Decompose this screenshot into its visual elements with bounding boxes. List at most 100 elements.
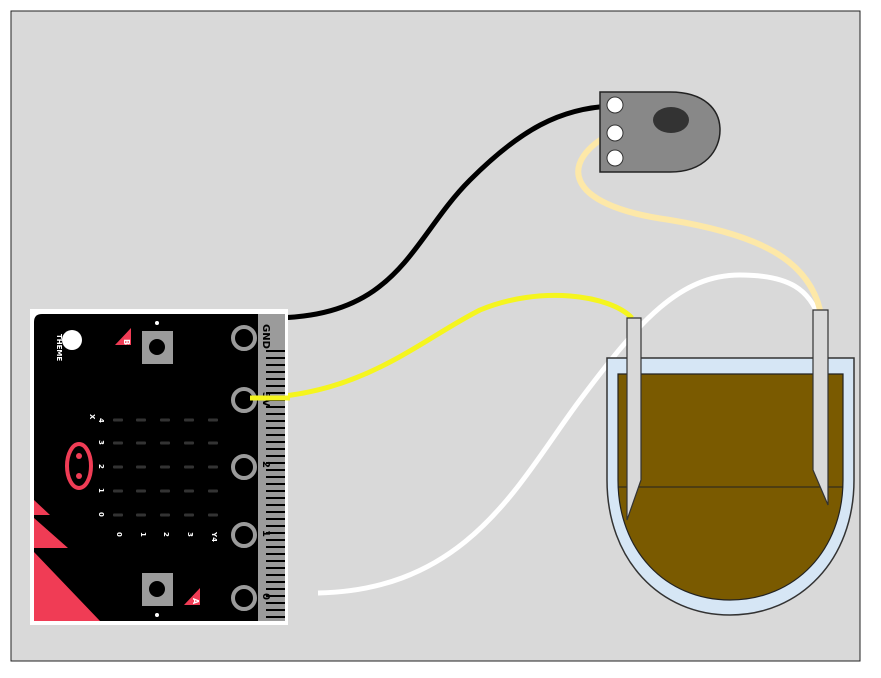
pin-strip-tooth — [266, 441, 285, 443]
pin-gnd-label: GND — [260, 324, 271, 349]
pin-strip-tooth — [266, 413, 285, 415]
led-3-0 — [113, 489, 123, 493]
led-0-3 — [184, 418, 194, 422]
pin-strip-tooth — [266, 462, 285, 464]
button-a-label: A — [191, 598, 200, 605]
microbit-logo-icon — [65, 442, 93, 490]
pin-strip-tooth — [266, 469, 285, 471]
pin-strip-tooth — [266, 476, 285, 478]
led-4-0 — [113, 513, 123, 517]
pin-strip-tooth — [266, 546, 285, 548]
led-3-2 — [160, 489, 170, 493]
button-a-dot — [155, 613, 159, 617]
theme-button[interactable] — [62, 330, 82, 350]
led-1-1 — [136, 441, 146, 445]
pin-strip-tooth — [266, 497, 285, 499]
pin-0-label: 0 — [260, 593, 271, 600]
led-4-1 — [136, 513, 146, 517]
pin-strip-tooth — [266, 490, 285, 492]
pin-2[interactable]: 2 — [231, 454, 271, 480]
led-4-3 — [184, 513, 194, 517]
button-b-label: B — [122, 339, 131, 345]
sensor-pin-2 — [606, 124, 624, 142]
pin-strip-tooth — [266, 434, 285, 436]
axis-label-b3: 3 — [186, 532, 194, 537]
pin-teeth — [266, 350, 285, 618]
black-wire — [269, 103, 613, 321]
led-4-4 — [208, 513, 218, 517]
board-body — [34, 314, 285, 621]
led-4-2 — [160, 513, 170, 517]
axis-label-b2: 2 — [162, 532, 170, 537]
led-1-0 — [113, 441, 123, 445]
pin-strip-tooth — [266, 357, 285, 359]
pin-strip-tooth — [266, 406, 285, 408]
sensor-pin-1 — [606, 96, 624, 114]
led-3-3 — [184, 489, 194, 493]
cream-wire — [575, 130, 823, 311]
led-2-3 — [184, 465, 194, 469]
pin-1-hole — [231, 522, 257, 548]
logo-dot-bottom — [76, 473, 82, 479]
pin-strip-tooth — [266, 525, 285, 527]
pin-strip-tooth — [266, 511, 285, 513]
microbit-board: THEME B A X 4 3 2 1 0 0 1 2 3 Y4 GND — [30, 309, 288, 625]
pin-2-label: 2 — [260, 461, 271, 468]
plant-pot — [606, 309, 855, 616]
button-b-dot — [155, 321, 159, 325]
pin-0[interactable]: 0 — [231, 585, 271, 611]
led-2-1 — [136, 465, 146, 469]
pin-strip-tooth — [266, 560, 285, 562]
axis-label-3: 3 — [97, 440, 105, 445]
axis-label-b1: 1 — [139, 532, 147, 537]
pin-strip-tooth — [266, 385, 285, 387]
pin-strip-tooth — [266, 588, 285, 590]
pin-strip-tooth — [266, 518, 285, 520]
white-wire — [317, 272, 823, 596]
pin-strip-tooth — [266, 553, 285, 555]
logo-dot-top — [76, 453, 82, 459]
pin-strip-tooth — [266, 581, 285, 583]
button-a-cap — [149, 581, 165, 597]
led-0-2 — [160, 418, 170, 422]
pin-gnd[interactable]: GND — [231, 324, 271, 351]
sensor-pin-3 — [606, 149, 624, 167]
led-0-4 — [208, 418, 218, 422]
led-0-1 — [136, 418, 146, 422]
led-2-0 — [113, 465, 123, 469]
pin-strip-tooth — [266, 371, 285, 373]
button-a-marker — [184, 588, 200, 605]
sensor-body — [599, 91, 721, 173]
led-1-2 — [160, 441, 170, 445]
pin-1-label: 1 — [260, 530, 271, 537]
button-b-cap — [149, 339, 165, 355]
pin-strip-tooth — [266, 483, 285, 485]
probe-left — [626, 317, 642, 521]
pin-strip-tooth — [266, 350, 285, 352]
pin-strip-tooth — [266, 602, 285, 604]
pin-strip-tooth — [266, 539, 285, 541]
pin-2-hole — [231, 454, 257, 480]
led-2-4 — [208, 465, 218, 469]
pin-strip-tooth — [266, 504, 285, 506]
pin-strip-tooth — [266, 532, 285, 534]
pin-strip-tooth — [266, 574, 285, 576]
led-1-4 — [208, 441, 218, 445]
button-b-marker — [115, 328, 131, 345]
axis-label-1: 1 — [97, 488, 105, 493]
led-matrix — [113, 418, 218, 517]
pin-strip-tooth — [266, 427, 285, 429]
pin-strip-tooth — [266, 392, 285, 394]
pin-strip-tooth — [266, 364, 285, 366]
axis-label-b0: 0 — [115, 532, 123, 537]
pin-strip-tooth — [266, 616, 285, 618]
pin-strip-tooth — [266, 595, 285, 597]
axis-label-x: X — [88, 414, 96, 420]
pin-1[interactable]: 1 — [231, 522, 271, 548]
led-3-1 — [136, 489, 146, 493]
led-2-2 — [160, 465, 170, 469]
led-1-3 — [184, 441, 194, 445]
yellow-wire — [249, 292, 634, 401]
